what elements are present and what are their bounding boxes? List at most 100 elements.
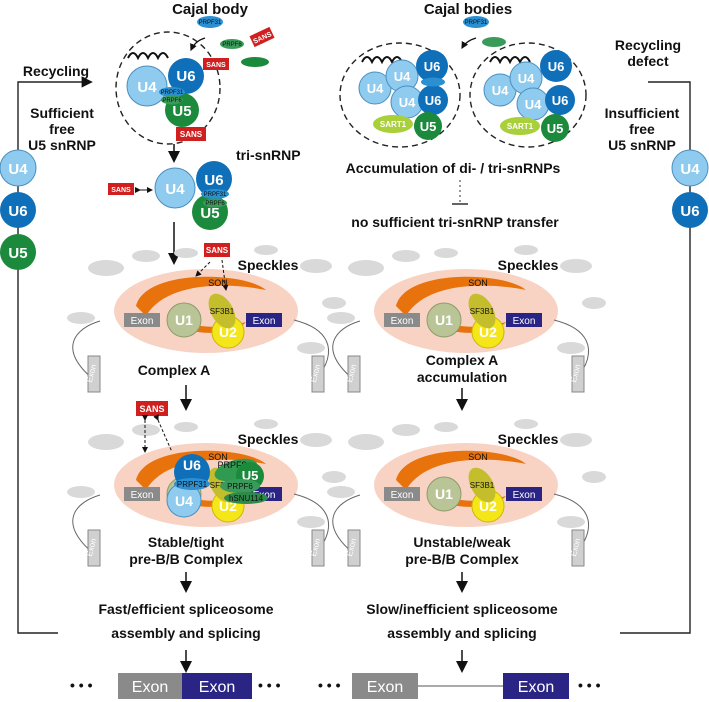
svg-text:• • •: • • •: [70, 677, 93, 693]
sufficient-line2: free: [49, 121, 75, 137]
svg-text:U5: U5: [547, 121, 564, 136]
svg-text:SART1: SART1: [380, 120, 407, 129]
svg-text:SANS: SANS: [180, 130, 203, 139]
svg-text:U6: U6: [176, 68, 195, 85]
tri-snrnp: U4 U6 U5 PRPF31 PRPF6: [154, 161, 232, 230]
svg-text:U5: U5: [200, 205, 219, 222]
svg-text:U6: U6: [425, 93, 442, 108]
slow-line1: Slow/inefficient spliceosome: [366, 601, 558, 617]
svg-text:SF3B1: SF3B1: [470, 481, 495, 490]
svg-text:U2: U2: [479, 324, 497, 340]
svg-text:PRPF6: PRPF6: [205, 201, 225, 207]
svg-text:Exon: Exon: [513, 490, 536, 501]
slow-line2: assembly and splicing: [387, 625, 536, 641]
svg-text:Exon: Exon: [518, 679, 554, 696]
svg-text:U4: U4: [175, 493, 193, 509]
svg-text:U2: U2: [219, 324, 237, 340]
svg-text:PRPF6: PRPF6: [162, 98, 182, 104]
svg-text:Exon: Exon: [391, 490, 414, 501]
insufficient-line2: free: [629, 121, 655, 137]
svg-text:PRPF31: PRPF31: [161, 90, 184, 96]
fast-line2: assembly and splicing: [111, 625, 260, 641]
accumulation-label: Accumulation of di- / tri-snRNPs: [346, 160, 561, 176]
svg-text:SON: SON: [468, 452, 488, 462]
svg-text:Speckles: Speckles: [238, 431, 299, 447]
complex-a-label: Complex A: [138, 362, 211, 378]
svg-text:Exon: Exon: [513, 316, 536, 327]
final-exons-left: • • • Exon Exon • • •: [70, 673, 281, 699]
sufficient-line3: U5 snRNP: [28, 137, 96, 153]
svg-text:Exon: Exon: [253, 316, 276, 327]
svg-text:U6: U6: [552, 93, 569, 108]
defect-line2: defect: [627, 53, 669, 69]
cajal-body-right-2: U4 U4 U6 U4 U6 SART1 U5: [469, 42, 587, 148]
svg-text:U6: U6: [204, 172, 223, 189]
svg-text:• • •: • • •: [318, 677, 341, 693]
svg-text:Exon: Exon: [367, 679, 403, 696]
unstable-line2: pre-B/B Complex: [405, 551, 519, 567]
recycling-line-left: [17, 76, 93, 634]
svg-text:SON: SON: [468, 278, 488, 288]
svg-text:Exon: Exon: [391, 316, 414, 327]
svg-text:U1: U1: [435, 312, 453, 328]
sans-box-free: [249, 26, 275, 48]
stable-line2: pre-B/B Complex: [129, 551, 243, 567]
svg-text:U6: U6: [8, 203, 27, 220]
defect-line1: Recycling: [615, 37, 681, 53]
right-title: Cajal bodies: [424, 1, 512, 18]
recycling-line-right: [620, 81, 691, 634]
svg-text:U5: U5: [242, 468, 259, 483]
final-exons-right: • • • Exon Exon • • •: [318, 673, 601, 699]
svg-text:Exon: Exon: [199, 679, 235, 696]
svg-text:U5: U5: [8, 245, 27, 262]
svg-text:U4: U4: [8, 161, 28, 178]
sufficient-line1: Sufficient: [30, 105, 94, 121]
svg-text:U4: U4: [680, 161, 700, 178]
svg-text:SON: SON: [208, 452, 228, 462]
left-title: Cajal body: [172, 1, 249, 18]
free-snrnp-stack-left: U4 U6 U5: [0, 149, 37, 270]
insufficient-line3: U5 snRNP: [608, 137, 676, 153]
stable-line1: Stable/tight: [148, 534, 225, 550]
svg-text:PRPF31: PRPF31: [204, 192, 227, 198]
cajal-body-left: U4 U6 U5 PRPF31 PRPF6: [115, 31, 221, 145]
unstable-line1: Unstable/weak: [413, 534, 510, 550]
svg-text:PRPF31: PRPF31: [177, 480, 208, 489]
svg-text:U5: U5: [420, 119, 437, 134]
svg-text:Speckles: Speckles: [238, 257, 299, 273]
cajal-body-right-1: U4 U4 U6 U4 U6 SART1 U5: [339, 42, 461, 148]
svg-text:U4: U4: [165, 181, 185, 198]
svg-text:Exon: Exon: [131, 490, 154, 501]
svg-text:U4: U4: [399, 95, 416, 110]
svg-text:U4: U4: [492, 83, 509, 98]
recycling-label: Recycling: [23, 63, 89, 79]
svg-text:U2: U2: [479, 498, 497, 514]
free-snrnp-stack-right: U4 U6: [671, 149, 709, 228]
svg-text:U6: U6: [548, 59, 565, 74]
tri-snrnp-label: tri-snRNP: [236, 147, 301, 163]
svg-text:U4: U4: [394, 69, 411, 84]
svg-text:hSNU114: hSNU114: [229, 494, 264, 503]
svg-text:SANS: SANS: [111, 187, 131, 194]
svg-text:SANS: SANS: [139, 404, 164, 414]
svg-text:• • •: • • •: [578, 677, 601, 693]
svg-text:U6: U6: [424, 59, 441, 74]
svg-text:U1: U1: [435, 486, 453, 502]
svg-text:• • •: • • •: [258, 677, 281, 693]
svg-text:U1: U1: [175, 312, 193, 328]
svg-text:U4: U4: [525, 97, 542, 112]
svg-text:SART1: SART1: [507, 122, 534, 131]
svg-text:PRPF6: PRPF6: [222, 42, 242, 48]
prpf31-free: [197, 16, 223, 28]
svg-text:Speckles: Speckles: [498, 431, 559, 447]
svg-text:U5: U5: [172, 103, 191, 120]
svg-text:Speckles: Speckles: [498, 257, 559, 273]
svg-text:U6: U6: [680, 203, 699, 220]
svg-text:U6: U6: [183, 457, 201, 473]
svg-text:Exon: Exon: [132, 679, 168, 696]
